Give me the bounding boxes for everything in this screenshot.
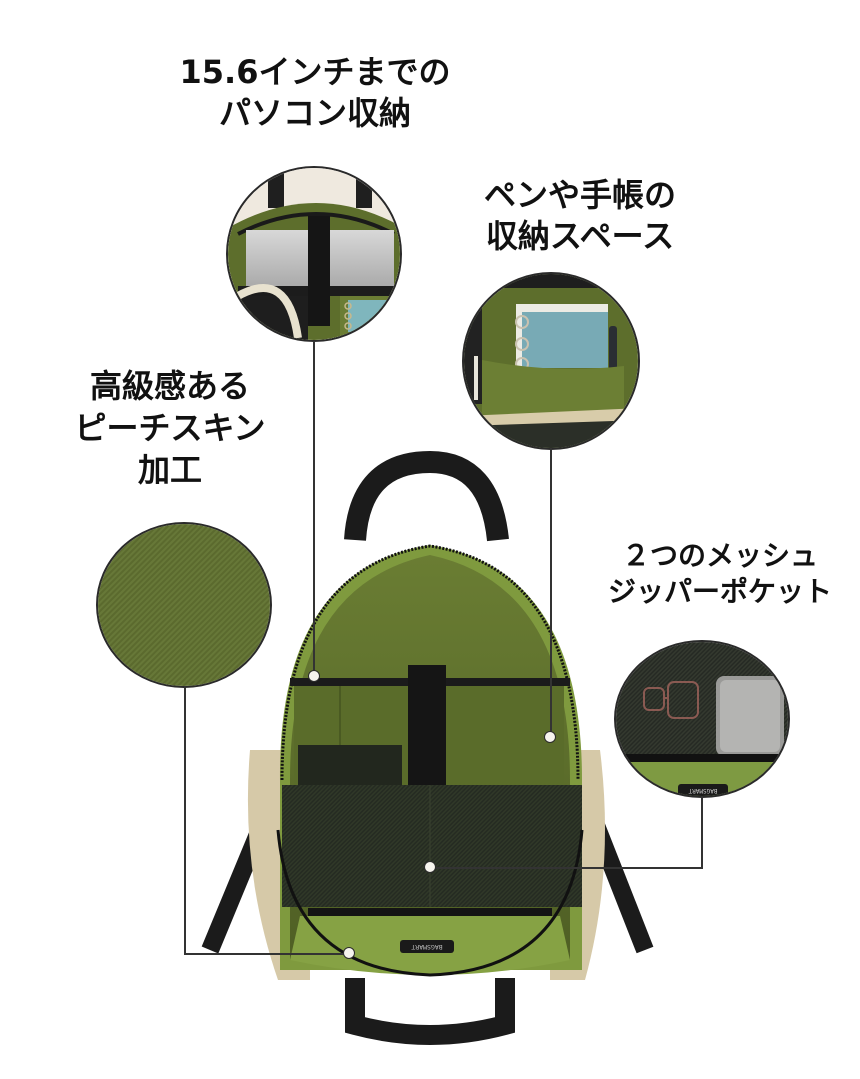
feature-label-laptop: 15.6インチまでの パソコン収納 — [179, 53, 451, 132]
leader-line-fabric-horizontal — [184, 953, 344, 955]
callout-dot-mesh — [424, 861, 436, 873]
callout-dot-laptop — [308, 670, 320, 682]
feature-label-mesh: ２つのメッシュ ジッパーポケット — [607, 539, 832, 608]
laptop-compartment-detail-image — [226, 166, 402, 342]
leader-line-laptop — [313, 341, 315, 675]
brand-tag-front-pocket: BAGSMART — [400, 940, 454, 953]
backpack-product-image: BAGSMART — [190, 450, 660, 1060]
leader-line-fabric-vertical — [184, 686, 186, 954]
callout-dot-pen — [544, 731, 556, 743]
feature-label-fabric: 高級感ある ピーチスキン 加工 — [74, 367, 266, 490]
feature-label-pen: ペンや手帳の 収納スペース — [483, 176, 676, 255]
leader-line-pen — [550, 448, 552, 734]
pen-pocket-detail-image — [462, 272, 640, 450]
brand-tag-mesh-pocket: BAGSMART — [678, 784, 728, 796]
leader-line-mesh-vertical — [701, 796, 703, 868]
leader-line-mesh-horizontal — [436, 867, 703, 869]
callout-dot-fabric — [343, 947, 355, 959]
mesh-pocket-detail-image: BAGSMART — [614, 640, 790, 798]
fabric-texture-detail-image — [96, 522, 272, 688]
